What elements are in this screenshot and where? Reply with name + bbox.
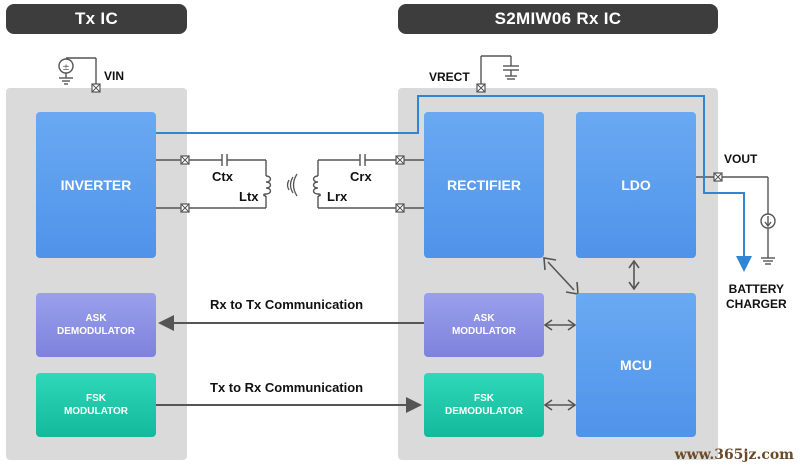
- tx-to-rx-label: Tx to Rx Communication: [210, 380, 364, 395]
- fsk-modulator-block: FSK MODULATOR: [36, 373, 156, 437]
- svg-text:±: ±: [62, 63, 70, 73]
- ask-modulator-block: ASK MODULATOR: [424, 293, 544, 357]
- wireless-waves-icon: [286, 173, 298, 197]
- mcu-link-arrows: [543, 257, 640, 411]
- power-path-line: [156, 95, 752, 272]
- ltx-inductor-icon: [263, 175, 272, 197]
- vrect-label: VRECT: [429, 70, 470, 84]
- mcu-block: MCU: [576, 293, 696, 437]
- vin-label: VIN: [104, 69, 125, 83]
- fsk-demodulator-block: FSK DEMODULATOR: [424, 373, 544, 437]
- tx-ic-header: Tx IC: [6, 4, 187, 34]
- ctx-label: Ctx: [212, 169, 233, 184]
- rx-ic-header: S2MIW06 Rx IC: [398, 4, 718, 34]
- lrx-inductor-icon: [312, 175, 321, 197]
- vin-source-icon: ±: [58, 57, 97, 88]
- watermark: www.365jz.com: [674, 447, 794, 463]
- rectifier-block: RECTIFIER: [424, 112, 544, 258]
- vrect-capacitor-icon: [480, 55, 519, 88]
- ldo-block: LDO: [576, 112, 696, 258]
- ltx-label: Ltx: [239, 189, 259, 204]
- load-source-icon: [760, 213, 776, 265]
- rx-to-tx-label: Rx to Tx Communication: [210, 297, 364, 312]
- inverter-block: INVERTER: [36, 112, 156, 258]
- battery-charger-label: BATTERY CHARGER: [726, 282, 787, 311]
- vout-label: VOUT: [724, 152, 758, 166]
- crx-label: Crx: [350, 169, 372, 184]
- lrx-label: Lrx: [327, 189, 348, 204]
- ask-demodulator-block: ASK DEMODULATOR: [36, 293, 156, 357]
